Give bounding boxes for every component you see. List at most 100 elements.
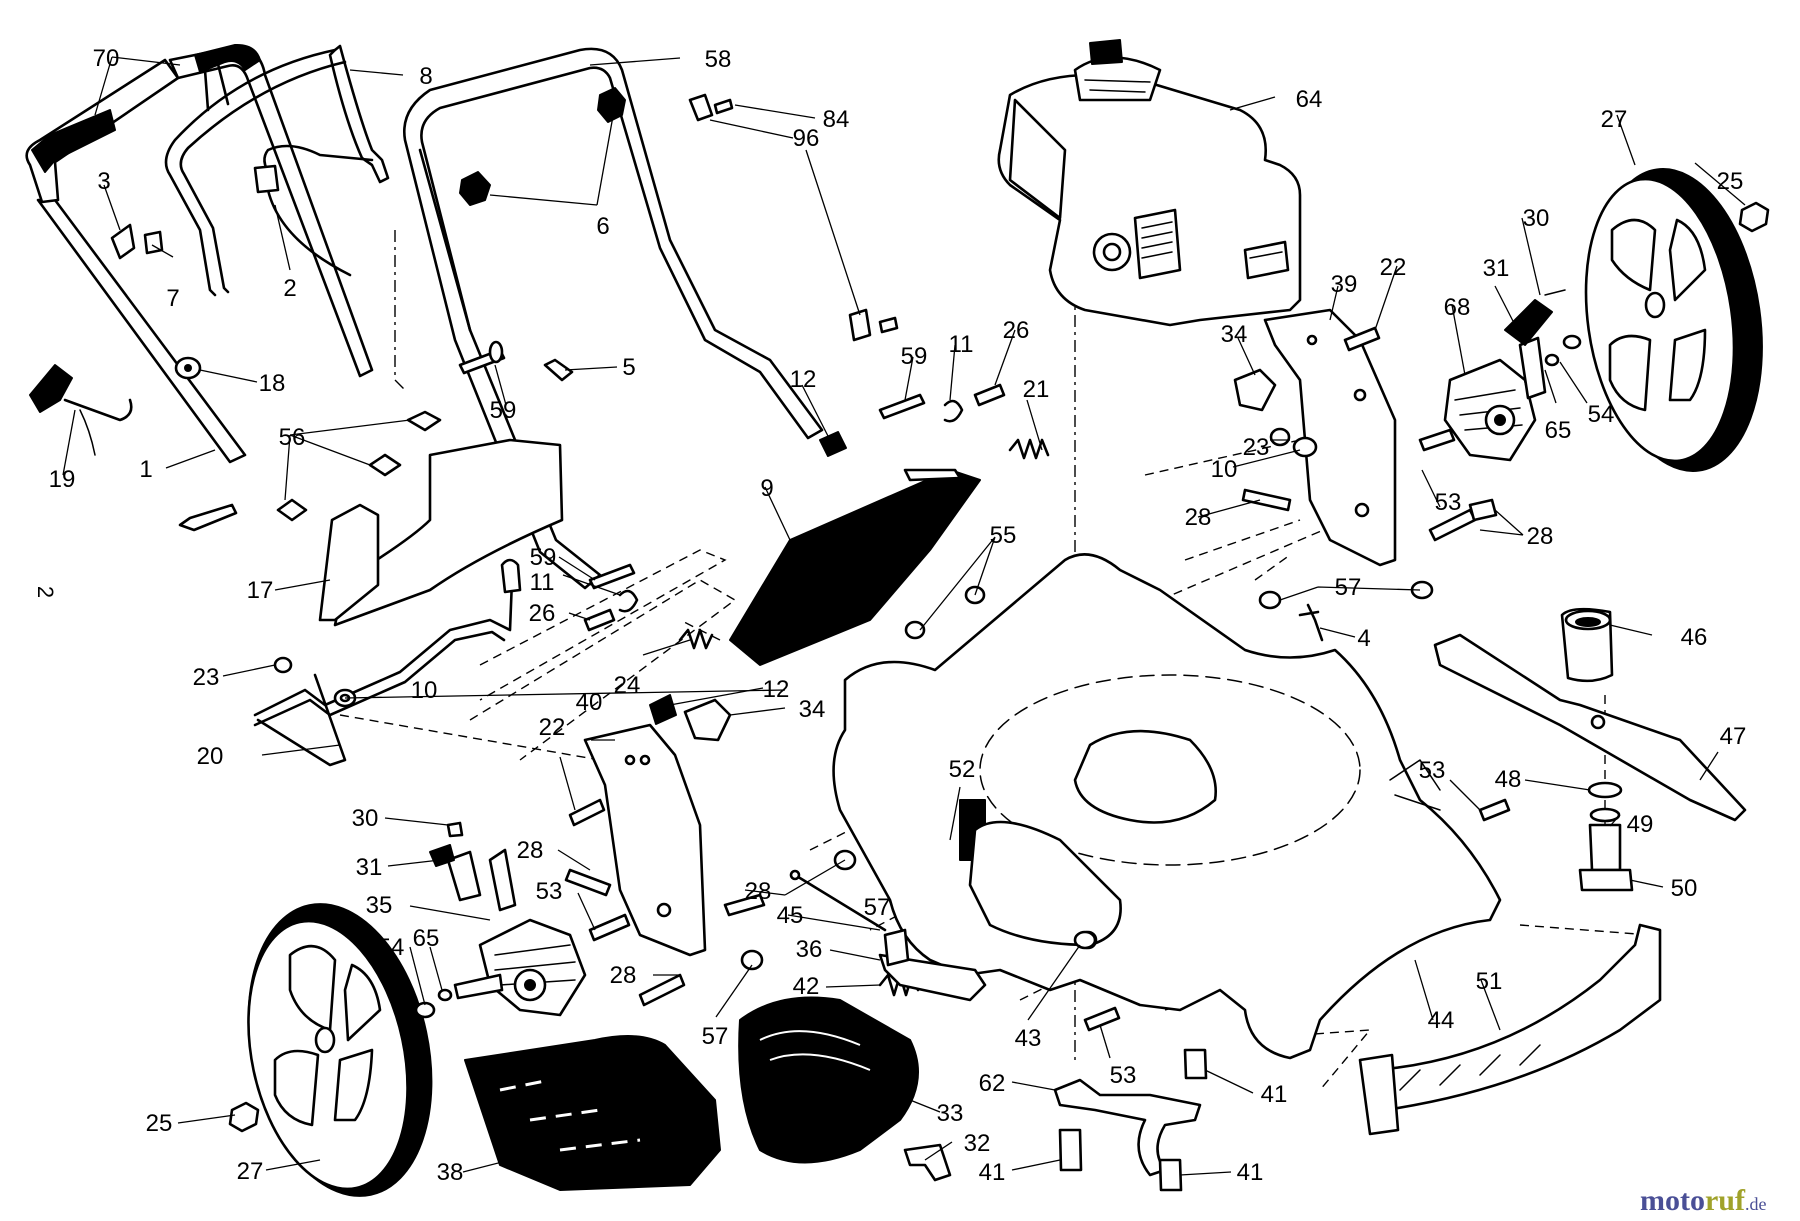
part-label: 36 [796, 936, 823, 963]
part-label: 51 [1476, 968, 1503, 995]
front-bumper-51 [1358, 923, 1662, 1136]
chute-bracket-32 [903, 1143, 952, 1182]
part-label: 7 [166, 285, 179, 312]
part-label: 45 [777, 902, 804, 929]
bolts-28-left [564, 868, 766, 1007]
part-label: 40 [576, 689, 603, 716]
part-label: 27 [1601, 106, 1628, 133]
part-label: 53 [536, 878, 563, 905]
part-label: 32 [964, 1130, 991, 1157]
part-label: 23 [1243, 434, 1270, 461]
adjuster-lever-31-upper [1504, 289, 1566, 346]
part-label: 59 [530, 544, 557, 571]
bolts-28-right [1241, 488, 1498, 542]
part-label: 1 [139, 456, 152, 483]
part-label: 9 [760, 475, 773, 502]
part-label: 70 [93, 45, 120, 72]
part-label: 55 [990, 522, 1017, 549]
bushing-12-upper [819, 431, 847, 457]
wheel-bracket-39 [1263, 308, 1397, 567]
part-label: 28 [745, 878, 772, 905]
part-label: 12 [790, 366, 817, 393]
mower-deck-44 [832, 553, 1502, 1060]
lower-handle-left [25, 43, 374, 464]
rear-deflector-17 [318, 438, 564, 627]
watermark-moto: moto [1640, 1184, 1705, 1217]
part-label: 10 [1211, 456, 1238, 483]
hinge-rod-45 [789, 869, 887, 932]
part-label: 30 [1523, 205, 1550, 232]
throttle-cable [253, 144, 374, 277]
part-label: 25 [1717, 168, 1744, 195]
part-label: 31 [1483, 255, 1510, 282]
bolt-41-left [1058, 1128, 1083, 1172]
part-label: 43 [1015, 1025, 1042, 1052]
spring-24 [678, 628, 714, 650]
height-adjuster-68 [1443, 336, 1547, 462]
bolt-22-left [568, 798, 606, 827]
nut-57-left [740, 949, 764, 971]
part-label: 56 [279, 424, 306, 451]
wheel-bracket-40 [583, 723, 707, 957]
part-label: 30 [352, 805, 379, 832]
part-label: 28 [1185, 504, 1212, 531]
part-label: 58 [705, 46, 732, 73]
bolt-59-left [178, 503, 238, 532]
part-label: 10 [411, 677, 438, 704]
blade-adapter-46 [1560, 607, 1614, 683]
part-label: 68 [1444, 294, 1471, 321]
clip-11-left [618, 589, 639, 613]
bolt-59-mid [458, 340, 506, 375]
rear-axle-rod-20 [253, 558, 522, 767]
washers-54-65-left [414, 988, 453, 1019]
bushing-12-lower [649, 694, 677, 725]
part-label: 59 [490, 397, 517, 424]
part-label: 17 [247, 577, 274, 604]
part-label: 84 [823, 106, 850, 133]
part-label: 23 [193, 664, 220, 691]
bolt-41-bottom [1158, 1158, 1183, 1192]
bolt-26-left [583, 608, 616, 632]
rear-wheel-left [247, 903, 433, 1197]
nut-43 [1073, 930, 1097, 950]
handle-knob-19 [29, 364, 133, 456]
bolt-41-right [1183, 1048, 1208, 1080]
part-label: 11 [530, 569, 555, 596]
height-adjuster-35 [453, 848, 587, 1017]
nut-25-right [1738, 201, 1770, 233]
part-label: 54 [378, 934, 405, 961]
rear-cover-9 [729, 468, 981, 666]
part-label: 31 [356, 854, 383, 881]
watermark-ruf: ruf [1705, 1184, 1746, 1217]
knob-34-lower [683, 698, 732, 742]
part-label: 25 [146, 1110, 173, 1137]
cable-guide-96 [848, 308, 899, 342]
nut-23-left [273, 656, 293, 674]
part-label: 52 [949, 756, 976, 783]
part-label: 26 [1003, 317, 1030, 344]
part-label: 2 [283, 275, 296, 302]
bolt-59-right [878, 393, 926, 420]
part-label: 39 [1331, 271, 1358, 298]
part-label: 28 [517, 837, 544, 864]
part-label: 59 [901, 343, 928, 370]
handle-knob-upper [597, 87, 626, 123]
part-label: 35 [366, 892, 393, 919]
part-label: 53 [1419, 757, 1446, 784]
chute-bracket-36 [878, 928, 987, 1002]
part-label: 21 [1023, 376, 1050, 403]
part-label: 50 [1671, 875, 1698, 902]
part-label: 22 [1380, 254, 1407, 281]
part-label: 33 [937, 1100, 964, 1127]
bolts-56 [276, 410, 442, 522]
blade-47 [1433, 633, 1747, 822]
page-number: 2 [33, 586, 58, 598]
part-label: 28 [610, 962, 637, 989]
washer-48 [1587, 781, 1623, 799]
knob-34-upper [1233, 368, 1277, 412]
part-label: 41 [1237, 1159, 1264, 1186]
bolt-53-front [1478, 798, 1511, 822]
control-bail [164, 44, 390, 297]
nut-18 [174, 356, 202, 380]
part-label: 41 [979, 1159, 1006, 1186]
